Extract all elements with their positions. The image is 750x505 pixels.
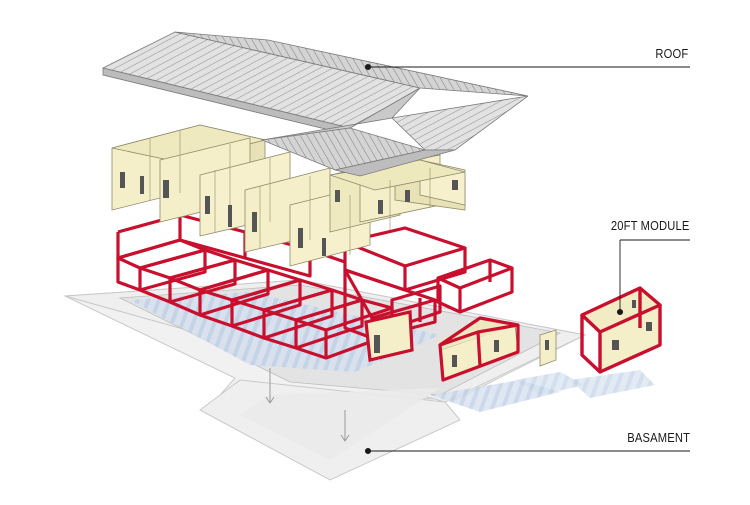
basement-leader-dot bbox=[364, 447, 372, 455]
roof-leader-dot bbox=[364, 63, 372, 71]
module-label: 20FT MODULE bbox=[611, 218, 690, 233]
basement-label: BASAMENT bbox=[627, 430, 690, 445]
leader-lines bbox=[364, 63, 690, 455]
loose-module-b bbox=[438, 316, 520, 382]
loose-panel bbox=[539, 329, 557, 367]
roof-label: ROOF bbox=[655, 46, 688, 61]
wall-panels bbox=[111, 124, 466, 267]
loose-module-a bbox=[364, 310, 414, 362]
twenty-ft-module bbox=[580, 286, 662, 374]
basement-slab bbox=[63, 279, 655, 481]
roof-structure bbox=[101, 31, 529, 177]
module-leader-dot bbox=[616, 308, 624, 316]
